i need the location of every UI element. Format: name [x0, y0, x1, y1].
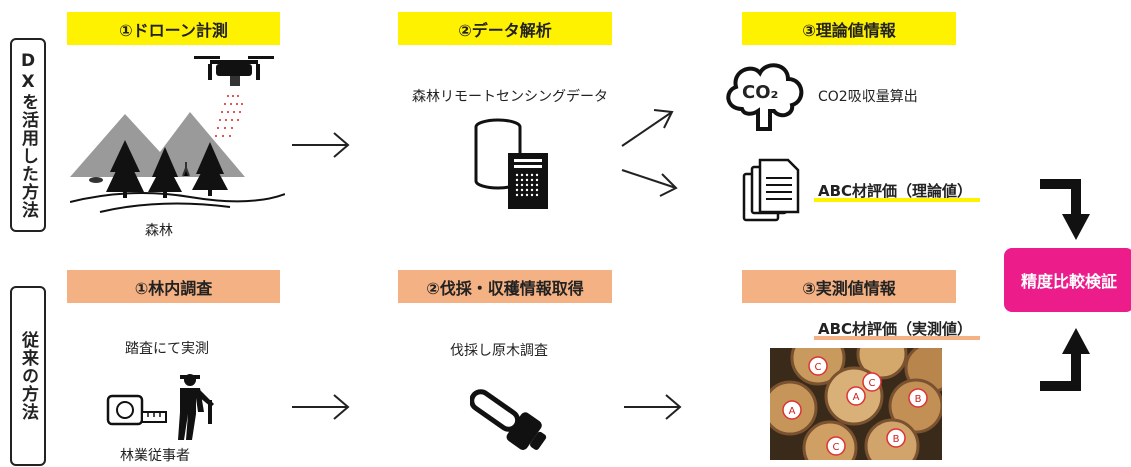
abc-theoretical-text: ABC材評価（理論値）: [818, 182, 973, 200]
abc-measured-underline: [814, 336, 980, 340]
co2-cloud-icon: [726, 63, 804, 131]
arrow-analysis-to-co2: [621, 109, 674, 147]
dx-method-label: DXを活用した方法: [10, 38, 46, 232]
co2-cloud-label: CO₂: [742, 82, 779, 103]
arrow-theory-to-verification: [1040, 179, 1090, 240]
database-server-icon: [474, 118, 548, 209]
measured-info-header: ③実測値情報: [742, 270, 956, 303]
drone-icon: [194, 56, 274, 86]
drone-forest-illustration: [70, 56, 285, 213]
forestry-worker-icon: [178, 374, 214, 440]
log-label: C: [833, 442, 840, 453]
data-analysis-header: ②データ解析: [398, 12, 612, 45]
drone-measurement-header: ①ドローン計測: [67, 12, 280, 45]
log-label: C: [815, 362, 822, 373]
forest-caption: 森林: [145, 223, 173, 239]
log-label: C: [869, 378, 876, 389]
log-label: B: [893, 434, 900, 445]
arrow-measured-to-verification: [1040, 328, 1090, 391]
log-label: A: [853, 392, 860, 403]
forestry-worker-caption: 林業従事者: [120, 448, 190, 464]
log-label: A: [789, 406, 796, 417]
harvest-caption: 伐採し原木調査: [450, 343, 548, 359]
chainsaw-icon: [470, 389, 547, 450]
accuracy-verification-box: 精度比較検証: [1004, 248, 1131, 312]
log-grade-markers: C C A A B B C: [782, 356, 928, 456]
arrow-drone-to-analysis: [292, 132, 350, 158]
co2-absorption-text: CO2吸収量算出: [818, 89, 918, 105]
theoretical-info-header: ③理論値情報: [742, 12, 956, 45]
remote-sensing-caption: 森林リモートセンシングデータ: [412, 89, 608, 105]
walk-measure-caption: 踏査にて実測: [125, 341, 209, 357]
arrow-analysis-to-abc: [621, 169, 678, 197]
scan-beam: [215, 95, 243, 137]
arrow-survey-to-harvest: [292, 394, 350, 420]
conventional-method-label: 従来の方法: [10, 286, 46, 466]
abc-measured-text: ABC材評価（実測値）: [818, 320, 973, 338]
documents-icon: [742, 158, 800, 222]
log-label: B: [915, 394, 922, 405]
tape-measure-icon: [106, 394, 167, 426]
field-survey-header: ①林内調査: [67, 270, 280, 303]
arrow-harvest-to-measured: [624, 394, 682, 420]
harvest-info-header: ②伐採・収穫情報取得: [398, 270, 612, 303]
tree-icons: [106, 140, 228, 198]
abc-theoretical-underline: [814, 198, 980, 202]
